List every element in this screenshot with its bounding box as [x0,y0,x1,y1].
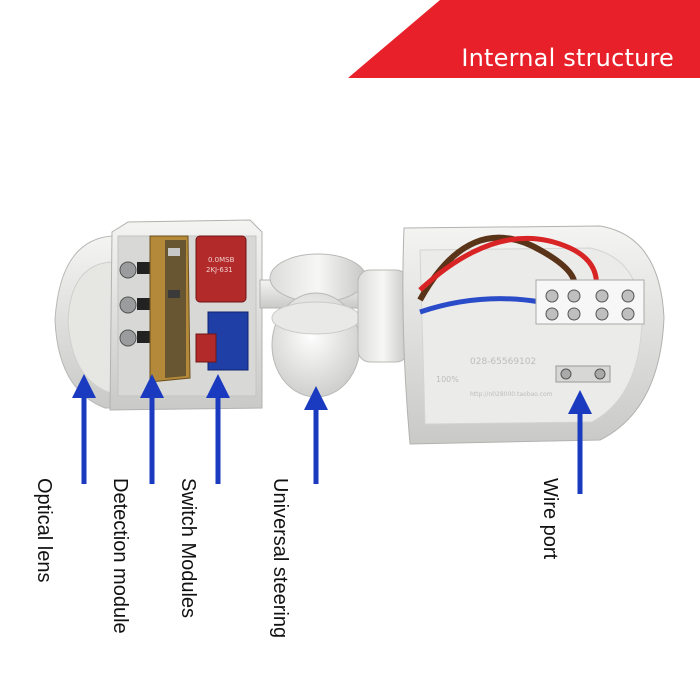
watermark-line-2: 100% [436,375,459,384]
banner-shape [348,0,700,78]
brown-wire [417,234,578,302]
wire-port-arrow [568,390,592,494]
universal-steering-joint [259,253,409,398]
pcb-screw-terminals [119,261,151,347]
detection-module-arrow [140,374,164,484]
wire-port-base: 028-65569102 100% http://n028000.taobao.… [402,225,665,445]
switch-module-capacitor [195,235,247,303]
label-optical-lens: Optical lens [33,478,55,583]
watermark-line-1: 028-65569102 [470,357,536,367]
callout-arrows [72,374,592,494]
capacitor-marking-2: 2KJ-631 [206,266,233,274]
terminal-block [535,279,645,325]
label-detection-module: Detection module [109,478,131,634]
capacitor-marking-1: 0.0MSB [208,256,235,264]
label-switch-modules: Switch Modules [177,478,199,619]
optical-lens-arrow [72,374,96,484]
switch-modules-arrow [206,374,230,484]
watermark: 028-65569102 100% http://n028000.taobao.… [436,357,553,398]
banner-title: Internal structure [461,44,674,72]
blue-wire [419,296,541,315]
label-universal-steering: Universal steering [269,478,291,639]
detection-housing: 0.0MSB 2KJ-631 [109,219,263,411]
label-wire-port: Wire port [539,478,561,560]
universal-steering-arrow [304,386,328,484]
red-wire [418,235,599,292]
watermark-line-3: http://n028000.taobao.com [470,391,553,398]
header-banner [348,0,700,78]
